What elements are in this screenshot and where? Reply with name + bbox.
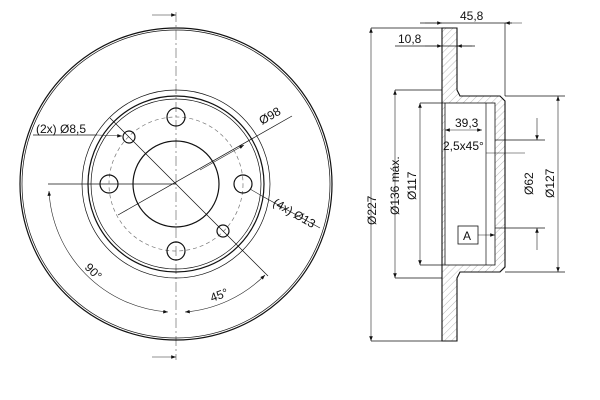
angle-90-label: 90° (82, 260, 105, 283)
disc-thickness-label: 10,8 (398, 32, 422, 46)
hub-depth-label: 39,3 (455, 116, 479, 130)
hub-ring-outer (81, 89, 271, 279)
disc-outer-edge-inner (21, 29, 331, 339)
bolt-circle (108, 116, 244, 252)
large-holes-label: (4x) Ø13 (271, 195, 319, 231)
large-hole-leader-base (261, 195, 321, 229)
center-bore (132, 140, 220, 228)
bolt-hole (166, 107, 186, 127)
pcd-leader (117, 115, 293, 216)
small-hole-leader (96, 134, 123, 138)
hub-diameter-label: Ø127 (543, 168, 557, 198)
angle-45-label: 45° (208, 285, 230, 304)
disc-outer-edge (19, 27, 333, 341)
diagonal-centerline (109, 117, 269, 277)
small-hole (216, 224, 230, 238)
small-holes-label: (2x) Ø8,5 (36, 122, 86, 136)
inner-diameter-label: Ø117 (405, 171, 419, 200)
overall-height-label: 45,8 (460, 9, 484, 23)
max-diameter-label: Ø136 máx. (388, 156, 402, 215)
angle-45-arc (184, 274, 266, 314)
hub-ring (87, 95, 265, 273)
side-section-view: 45,8 10,8 39,3 2,5x45° Ø227 Ø136 máx. Ø1… (365, 9, 565, 342)
front-view: (2x) Ø8,5 Ø98 (4x) Ø13 90° 45° (19, 12, 333, 360)
outer-diameter-label: Ø227 (365, 195, 379, 225)
small-hole (122, 130, 136, 144)
chamfer-label: 2,5x45° (443, 139, 484, 153)
bolt-hole (233, 174, 253, 194)
pcd-arrow (199, 144, 245, 171)
datum-label: A (463, 229, 471, 243)
bolt-holes (99, 107, 253, 261)
large-hole-leader (249, 188, 263, 197)
hub-ring-inner (90, 98, 262, 270)
pcd-label: Ø98 (257, 104, 284, 128)
center-bore-label: Ø62 (522, 172, 536, 195)
angle-90-arc (47, 190, 169, 314)
